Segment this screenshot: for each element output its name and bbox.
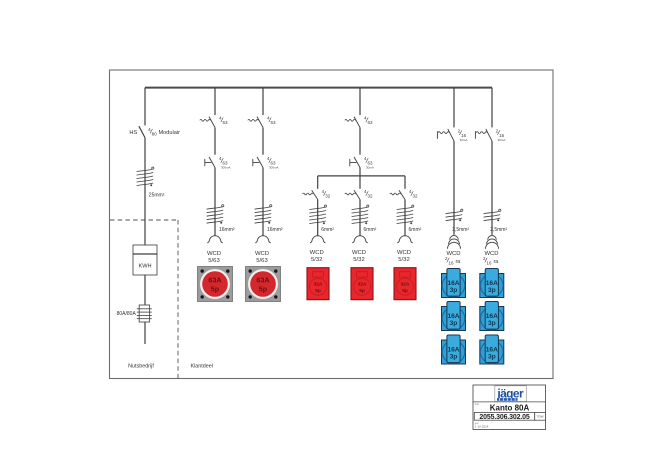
svg-text:4: 4: [364, 116, 367, 121]
svg-text:16: 16: [487, 260, 493, 265]
svg-text:HS: HS: [129, 130, 137, 136]
svg-text:16: 16: [461, 133, 467, 138]
svg-text:32A: 32A: [358, 282, 367, 288]
svg-text:63A: 63A: [208, 276, 221, 285]
svg-text:5p: 5p: [211, 285, 220, 294]
svg-text:32A: 32A: [314, 282, 323, 288]
svg-text:KWH: KWH: [138, 264, 151, 270]
svg-text:2055.306.302.05: 2055.306.302.05: [479, 414, 530, 421]
svg-text:4: 4: [409, 189, 412, 194]
svg-text:300mA: 300mA: [221, 166, 231, 170]
svg-text:WCD: WCD: [484, 251, 498, 257]
svg-text:5/32: 5/32: [398, 257, 409, 263]
svg-text:32: 32: [325, 194, 331, 199]
svg-text:16A: 16A: [486, 313, 498, 320]
svg-text:WCD: WCD: [397, 250, 411, 256]
svg-text:WCD: WCD: [207, 251, 221, 257]
svg-text:5/63: 5/63: [256, 258, 268, 264]
svg-text:2: 2: [445, 256, 448, 261]
svg-text:5/32: 5/32: [311, 257, 322, 263]
svg-text:4: 4: [267, 116, 270, 121]
svg-text:ra: ra: [494, 259, 499, 265]
svg-text:5p: 5p: [402, 288, 408, 294]
svg-text:63: 63: [223, 120, 229, 125]
svg-text:3p: 3p: [488, 287, 496, 294]
svg-text:63: 63: [368, 120, 374, 125]
svg-text:3p: 3p: [450, 353, 458, 360]
svg-text:30mA: 30mA: [366, 166, 374, 170]
svg-text:get.: get.: [475, 421, 480, 425]
svg-text:16: 16: [499, 133, 505, 138]
svg-text:3p: 3p: [488, 353, 496, 360]
svg-text:2: 2: [458, 128, 461, 133]
svg-text:63A: 63A: [256, 276, 269, 285]
svg-text:30mA: 30mA: [460, 138, 468, 142]
svg-text:63: 63: [271, 120, 277, 125]
svg-text:32A: 32A: [401, 282, 410, 288]
svg-text:63: 63: [271, 161, 277, 166]
svg-text:WCD: WCD: [310, 250, 324, 256]
svg-text:4: 4: [219, 156, 222, 161]
svg-text:4: 4: [219, 116, 222, 121]
svg-text:titel: titel: [475, 402, 479, 406]
svg-text:4: 4: [364, 189, 367, 194]
svg-text:16A: 16A: [486, 280, 498, 287]
svg-text:16A: 16A: [447, 346, 459, 353]
svg-text:16: 16: [449, 260, 455, 265]
svg-text:25mm²: 25mm²: [149, 193, 165, 199]
svg-text:4: 4: [267, 156, 270, 161]
svg-text:300mA: 300mA: [269, 166, 279, 170]
svg-text:30mA: 30mA: [498, 138, 506, 142]
svg-text:Modulair: Modulair: [159, 130, 181, 136]
svg-text:4: 4: [148, 127, 151, 132]
svg-text:2,5mm²: 2,5mm²: [490, 227, 507, 233]
svg-text:32: 32: [368, 194, 374, 199]
svg-text:Klantdeel: Klantdeel: [191, 363, 213, 369]
svg-text:jäger: jäger: [496, 387, 524, 401]
svg-text:16A: 16A: [447, 313, 459, 320]
svg-text:5/63: 5/63: [208, 258, 220, 264]
svg-text:80A/80A: 80A/80A: [117, 311, 137, 317]
svg-text:16A: 16A: [486, 346, 498, 353]
svg-text:Nutsbedrijf: Nutsbedrijf: [128, 363, 154, 369]
svg-text:2: 2: [496, 128, 499, 133]
svg-text:5p: 5p: [359, 288, 365, 294]
svg-text:6mm²: 6mm²: [364, 227, 377, 233]
svg-text:5p: 5p: [315, 288, 321, 294]
svg-text:63: 63: [223, 161, 229, 166]
svg-text:80: 80: [152, 131, 158, 136]
svg-text:5p: 5p: [259, 285, 268, 294]
svg-text:3p: 3p: [488, 320, 496, 327]
svg-text:6mm²: 6mm²: [321, 227, 334, 233]
svg-text:TDW: TDW: [537, 415, 544, 419]
svg-text:4: 4: [322, 189, 325, 194]
svg-text:6mm²: 6mm²: [409, 227, 422, 233]
svg-text:Kanto 80A: Kanto 80A: [490, 403, 530, 412]
svg-text:WCD: WCD: [255, 251, 269, 257]
svg-text:3p: 3p: [450, 320, 458, 327]
svg-text:16mm²: 16mm²: [219, 227, 235, 233]
svg-text:16A: 16A: [447, 280, 459, 287]
svg-text:WCD: WCD: [352, 250, 366, 256]
svg-text:5/32: 5/32: [353, 257, 364, 263]
svg-text:2,5mm²: 2,5mm²: [452, 227, 469, 233]
svg-text:WCD: WCD: [446, 251, 460, 257]
svg-text:32: 32: [413, 194, 419, 199]
svg-text:63: 63: [368, 161, 374, 166]
svg-text:ra: ra: [456, 259, 461, 265]
svg-text:2: 2: [483, 256, 486, 261]
svg-text:16mm²: 16mm²: [267, 227, 283, 233]
svg-text:3p: 3p: [450, 287, 458, 294]
svg-text:4: 4: [364, 156, 367, 161]
svg-text:1-10-2014: 1-10-2014: [475, 425, 489, 429]
